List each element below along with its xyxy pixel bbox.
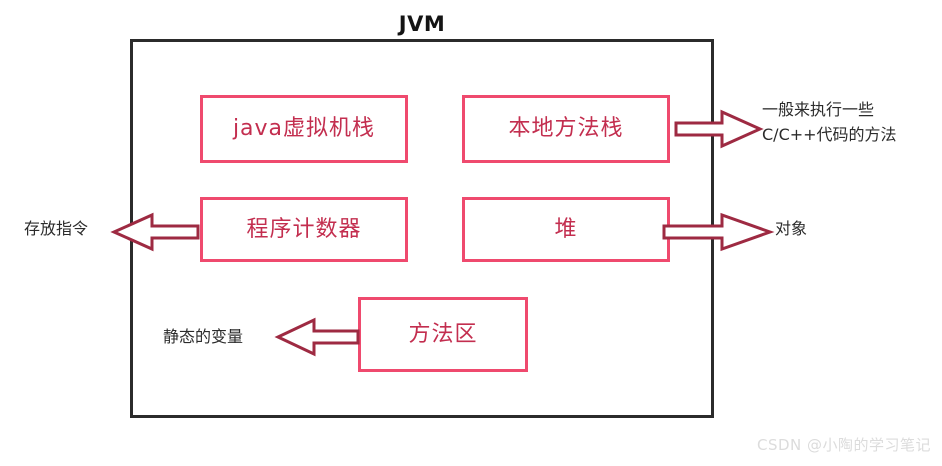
page-title: JVM [398,12,446,36]
box-label: 堆 [554,216,578,242]
arrow-right-object-icon [662,212,775,252]
box-label: java虚拟机栈 [232,116,376,141]
box-label: 本地方法栈 [508,116,624,141]
arrow-left-store-instruction-icon [110,212,200,252]
annotation-static-variable: 静态的变量 [163,327,244,346]
box-heap: 堆 [462,197,670,262]
box-java-virtual-machine-stack: java虚拟机栈 [200,95,408,163]
arrow-right-native-method-icon [674,109,764,149]
box-native-method-stack: 本地方法栈 [462,95,670,163]
box-label: 程序计数器 [246,216,362,242]
annotation-native-method-note: 一般来执行一些 C/C++代码的方法 [762,97,897,147]
box-label: 方法区 [408,321,478,347]
watermark: CSDN @小陶的学习笔记 [757,436,932,454]
annotation-store-instruction: 存放指令 [24,219,89,238]
arrow-left-static-variable-icon [274,317,360,357]
annotation-object: 对象 [775,219,808,238]
annotation-line-2: C/C++代码的方法 [762,125,897,144]
box-method-area: 方法区 [358,297,528,372]
box-program-counter-register: 程序计数器 [200,197,408,262]
annotation-line-1: 一般来执行一些 [762,100,875,119]
